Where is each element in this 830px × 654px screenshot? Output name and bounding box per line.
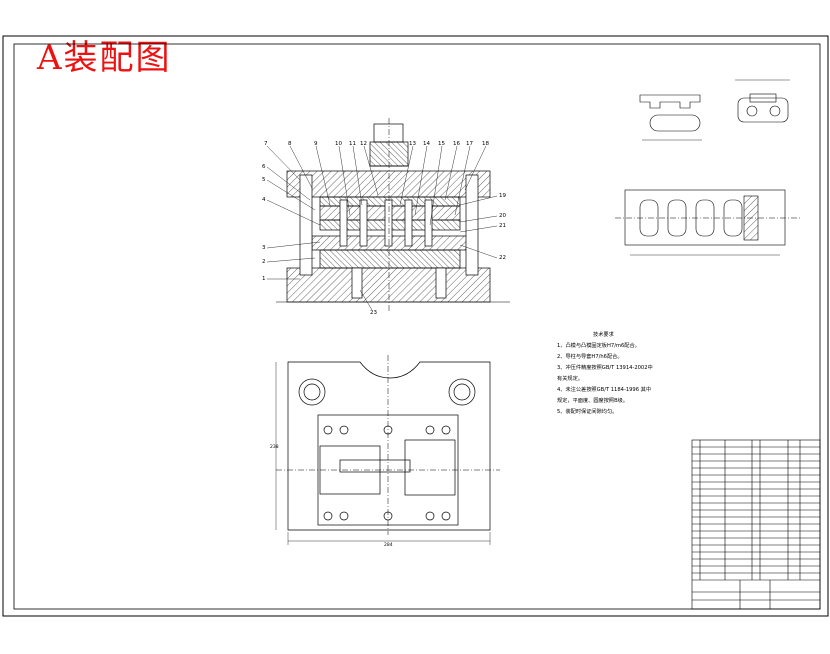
part-label: 13 [409,141,416,147]
strip-layout [615,189,800,256]
part-label: 15 [438,141,445,147]
technical-notes: 技术要求 1、凸模与凸模固定板H7/m6配合。 2、导柱与导套H7/h6配合。 … [557,330,653,418]
part-label: 1 [262,276,266,282]
part-sketch [639,79,790,141]
notes-heading: 技术要求 [593,332,614,338]
part-label: 22 [499,255,506,261]
part-label: 16 [453,141,460,147]
part-label: 7 [264,141,268,147]
section-view [276,118,510,312]
title-block [691,439,821,610]
plan-view [275,355,500,545]
part-label: 12 [360,141,367,147]
part-labels: 7 8 9 10 11 12 13 14 15 16 17 18 6 5 4 3… [262,141,506,316]
note-item: 有关规定。 [557,376,583,382]
note-item: 规定，平面度、圆度按照B级。 [557,398,628,404]
part-label: 8 [288,141,292,147]
part-label: 11 [349,141,356,147]
part-label: 10 [335,141,342,147]
part-label: 23 [370,310,377,316]
part-label: 20 [499,213,506,219]
part-label: 17 [466,141,473,147]
note-item: 4、未注公差按照GB/T 1184-1996 其中 [557,387,652,393]
part-label: 9 [314,141,318,147]
part-label: 21 [499,223,506,229]
part-label: 2 [262,259,266,265]
note-item: 2、导柱与导套H7/h6配合。 [557,354,623,360]
sheet-title: A装配图 [37,38,172,78]
note-item: 1、凸模与凸模固定板H7/m6配合。 [557,343,640,349]
part-label: 19 [499,193,506,199]
part-label: 5 [262,177,266,183]
plan-width-dim: 284 [384,542,393,548]
outer-border [2,35,829,617]
note-item: 5、装配时保证间隙均匀。 [557,409,618,415]
part-label: 4 [262,197,266,203]
part-label: 18 [482,141,489,147]
note-item: 3、冲压件精度按照GB/T 13914-2002中 [557,365,653,371]
plan-height-dim: 238 [270,444,279,450]
inner-border [13,43,821,610]
part-label: 3 [262,245,266,251]
part-label: 14 [423,141,430,147]
part-label: 6 [262,164,266,170]
leader-lines [266,145,498,311]
